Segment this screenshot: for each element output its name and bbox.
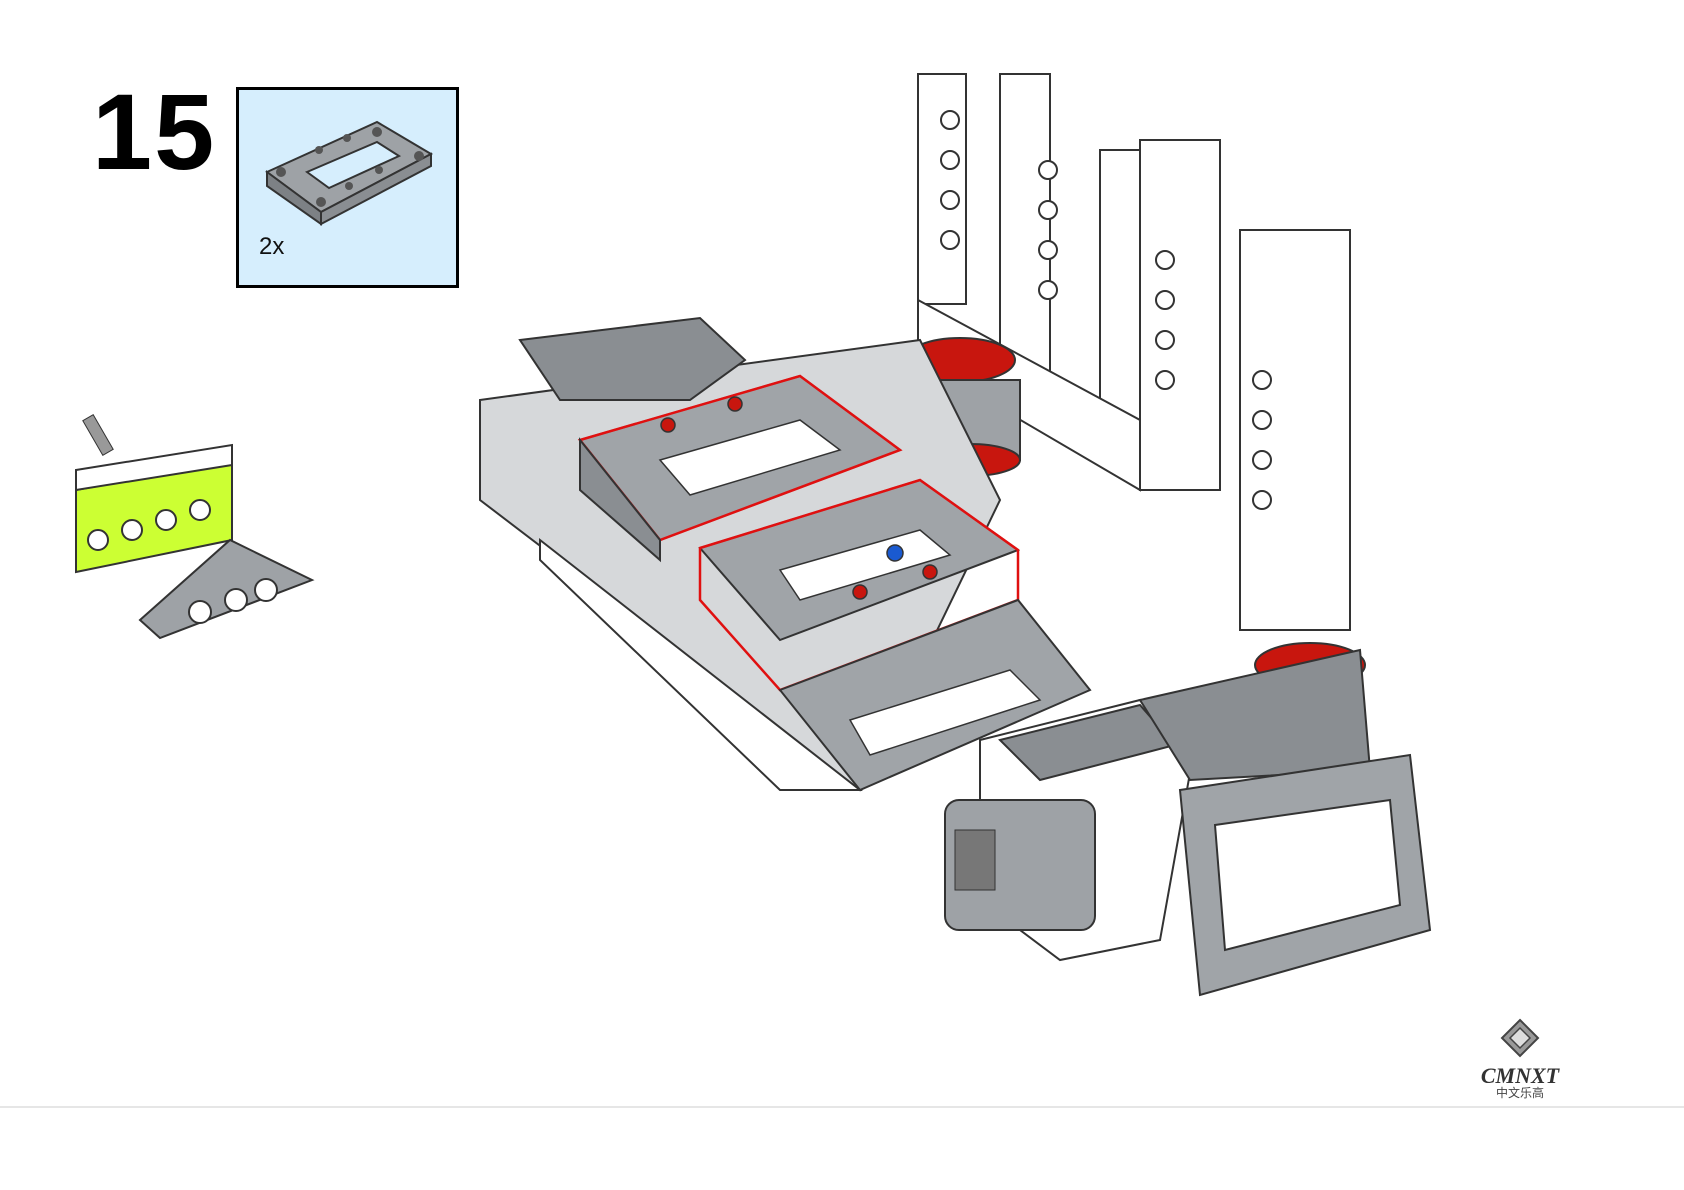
white-beams bbox=[917, 73, 1351, 631]
logo-brand: CMNXT bbox=[1480, 1063, 1560, 1088]
frame-icon bbox=[265, 120, 434, 226]
subassembly-illustration bbox=[75, 413, 315, 640]
logo-subtitle: 中文乐高 bbox=[1495, 1086, 1544, 1100]
logo-diamond-icon bbox=[1500, 1018, 1540, 1058]
parts-callout: 2x bbox=[236, 87, 459, 288]
step-number: 15 bbox=[92, 71, 217, 192]
cmnxt-logo: CMNXT 中文乐高 bbox=[1470, 1018, 1570, 1104]
parts-quantity: 2x bbox=[259, 233, 285, 260]
page-divider bbox=[0, 1106, 1684, 1108]
